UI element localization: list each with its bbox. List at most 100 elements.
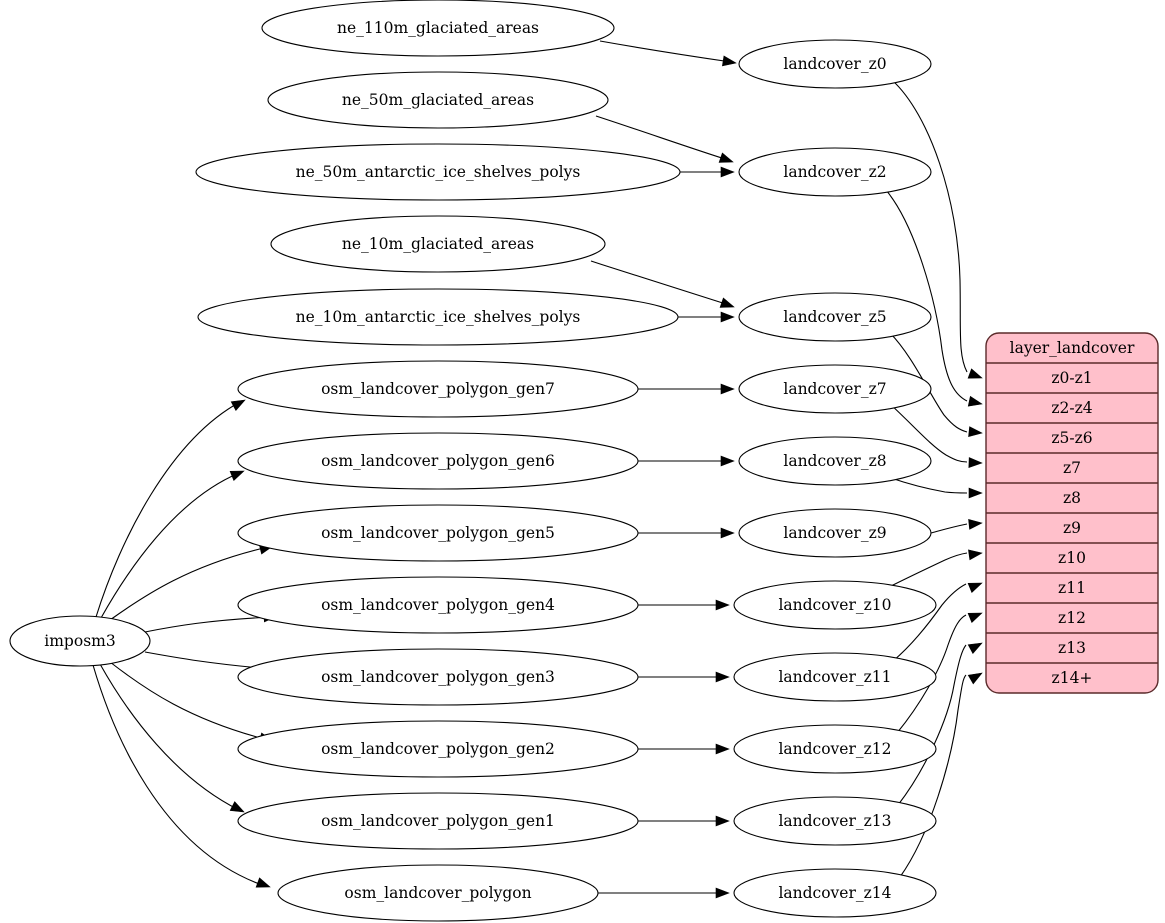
- layer-view-node-landcover_z8[interactable]: landcover_z8: [738, 436, 932, 486]
- node-shape: [9, 615, 151, 667]
- table-row-z8[interactable]: z8: [1063, 489, 1081, 507]
- node-label: landcover_z13: [778, 812, 891, 830]
- importer-node-imposm3[interactable]: imposm3: [9, 615, 151, 667]
- arrow-head-landcover_z7: [720, 383, 735, 395]
- layer-view-node-landcover_z0[interactable]: landcover_z0: [738, 39, 932, 89]
- table-row-z0_z1[interactable]: z0-z1: [1051, 369, 1092, 387]
- node-label: ne_10m_antarctic_ice_shelves_polys: [296, 308, 581, 326]
- node-label: osm_landcover_polygon_gen6: [321, 452, 555, 470]
- arrow-head-row_z12: [967, 612, 983, 624]
- source-table-node-ne_110m_glaciated_areas[interactable]: ne_110m_glaciated_areas: [261, 0, 615, 57]
- source-table-node-osm_landcover_polygon_gen4[interactable]: osm_landcover_polygon_gen4: [237, 576, 639, 634]
- node-shape: [733, 652, 937, 702]
- source-table-node-osm_landcover_polygon_gen2[interactable]: osm_landcover_polygon_gen2: [237, 720, 639, 778]
- node-shape: [738, 292, 932, 342]
- node-shape: [738, 508, 932, 558]
- node-label: osm_landcover_polygon_gen1: [321, 812, 555, 830]
- layer-landcover-table: layer_landcoverz0-z1z2-z4z5-z6z7z8z9z10z…: [985, 332, 1159, 694]
- source-table-node-osm_landcover_polygon_gen1[interactable]: osm_landcover_polygon_gen1: [237, 792, 639, 850]
- node-shape: [733, 580, 937, 630]
- edge-landcover_z12-to-row_z12: [896, 614, 967, 734]
- arrow-head-landcover_z14: [715, 887, 730, 899]
- table-row-z14plus[interactable]: z14+: [1052, 669, 1093, 687]
- layer-view-node-landcover_z13[interactable]: landcover_z13: [733, 796, 937, 846]
- table-row-label: z14+: [1052, 669, 1093, 687]
- edge-landcover_z13-to-row_z13: [897, 644, 967, 806]
- arrow-head-osm_landcover_polygon_gen1: [229, 801, 245, 813]
- node-label: landcover_z7: [783, 380, 886, 398]
- arrow-head-landcover_z8: [720, 455, 735, 467]
- source-table-node-osm_landcover_polygon_gen6[interactable]: osm_landcover_polygon_gen6: [237, 432, 639, 490]
- edge-imposm3-to-osm_landcover_polygon_gen5: [109, 546, 269, 621]
- table-row-z2_z4[interactable]: z2-z4: [1051, 399, 1092, 417]
- source-table-node-osm_landcover_polygon_gen3[interactable]: osm_landcover_polygon_gen3: [237, 648, 639, 706]
- arrow-head-landcover_z5a: [719, 297, 735, 308]
- node-label: landcover_z8: [783, 452, 886, 470]
- node-shape: [267, 71, 609, 129]
- arrow-head-landcover_z12: [715, 743, 730, 755]
- source-table-node-osm_landcover_polygon_gen5[interactable]: osm_landcover_polygon_gen5: [237, 504, 639, 562]
- arrow-head-row_z7: [968, 457, 983, 468]
- node-shape: [237, 360, 639, 418]
- node-label: landcover_z9: [783, 524, 886, 542]
- table-row-label: z10: [1058, 549, 1086, 567]
- layer-view-node-landcover_z9[interactable]: landcover_z9: [738, 508, 932, 558]
- source-table-node-ne_10m_antarctic_ice_shelves_polys[interactable]: ne_10m_antarctic_ice_shelves_polys: [197, 288, 679, 346]
- table-row-z10[interactable]: z10: [1058, 549, 1086, 567]
- layer-view-node-landcover_z5[interactable]: landcover_z5: [738, 292, 932, 342]
- layer-view-node-landcover_z2[interactable]: landcover_z2: [738, 147, 932, 197]
- layer-view-node-landcover_z14[interactable]: landcover_z14: [733, 868, 937, 918]
- table-row-z5_z6[interactable]: z5-z6: [1051, 429, 1092, 447]
- arrow-head-landcover_z9: [720, 527, 735, 539]
- arrow-head-row_z9: [968, 518, 983, 530]
- table-row-label: z8: [1063, 489, 1081, 507]
- table-row-label: z7: [1063, 459, 1081, 477]
- node-shape: [237, 792, 639, 850]
- layer-view-node-landcover_z7[interactable]: landcover_z7: [738, 364, 932, 414]
- edge-landcover_z10-to-row_z10: [886, 552, 968, 589]
- node-shape: [738, 147, 932, 197]
- node-shape: [738, 364, 932, 414]
- node-shape: [237, 432, 639, 490]
- edge-imposm3-to-osm_landcover_polygon_gen4: [144, 616, 273, 633]
- node-shape: [237, 720, 639, 778]
- arrow-head-row_z2_z4: [967, 395, 983, 407]
- edge-ne_50m_glaciated_areas-to-landcover_z2: [595, 115, 729, 161]
- node-shape: [261, 0, 615, 57]
- arrow-head-row_z5_z6: [968, 426, 983, 438]
- source-table-node-ne_10m_glaciated_areas[interactable]: ne_10m_glaciated_areas: [270, 215, 606, 273]
- layer-view-node-landcover_z11[interactable]: landcover_z11: [733, 652, 937, 702]
- table-row-label: z11: [1058, 579, 1086, 597]
- source-table-node-osm_landcover_polygon[interactable]: osm_landcover_polygon: [277, 864, 599, 922]
- node-label: osm_landcover_polygon_gen4: [321, 596, 555, 614]
- node-shape: [237, 648, 639, 706]
- arrow-head-osm_landcover_polygon: [255, 877, 271, 888]
- arrow-head-row_z8: [968, 487, 983, 499]
- layer-view-node-landcover_z12[interactable]: landcover_z12: [733, 724, 937, 774]
- node-label: landcover_z10: [778, 596, 891, 614]
- arrow-head-osm_landcover_polygon_gen6: [229, 470, 245, 482]
- source-table-node-ne_50m_glaciated_areas[interactable]: ne_50m_glaciated_areas: [267, 71, 609, 129]
- edges-layer: [92, 40, 968, 894]
- edge-landcover_z9-to-row_z9: [930, 523, 968, 534]
- table-row-label: z0-z1: [1051, 369, 1092, 387]
- table-row-z7[interactable]: z7: [1063, 459, 1081, 477]
- table-row-z12[interactable]: z12: [1058, 609, 1086, 627]
- table-row-z11[interactable]: z11: [1058, 579, 1086, 597]
- node-shape: [270, 215, 606, 273]
- node-label: landcover_z11: [778, 668, 891, 686]
- edge-imposm3-to-osm_landcover_polygon: [92, 664, 266, 887]
- node-shape: [237, 504, 639, 562]
- node-label: osm_landcover_polygon_gen3: [321, 668, 555, 686]
- source-table-node-osm_landcover_polygon_gen7[interactable]: osm_landcover_polygon_gen7: [237, 360, 639, 418]
- node-shape: [738, 436, 932, 486]
- layer-view-node-landcover_z10[interactable]: landcover_z10: [733, 580, 937, 630]
- node-label: landcover_z2: [783, 163, 886, 181]
- table-row-z13[interactable]: z13: [1058, 639, 1086, 657]
- source-table-node-ne_50m_antarctic_ice_shelves_polys[interactable]: ne_50m_antarctic_ice_shelves_polys: [195, 143, 681, 201]
- node-label: landcover_z12: [778, 740, 891, 758]
- node-shape: [738, 39, 932, 89]
- table-row-z9[interactable]: z9: [1063, 519, 1081, 537]
- arrow-head-row_z0_z1: [967, 368, 983, 379]
